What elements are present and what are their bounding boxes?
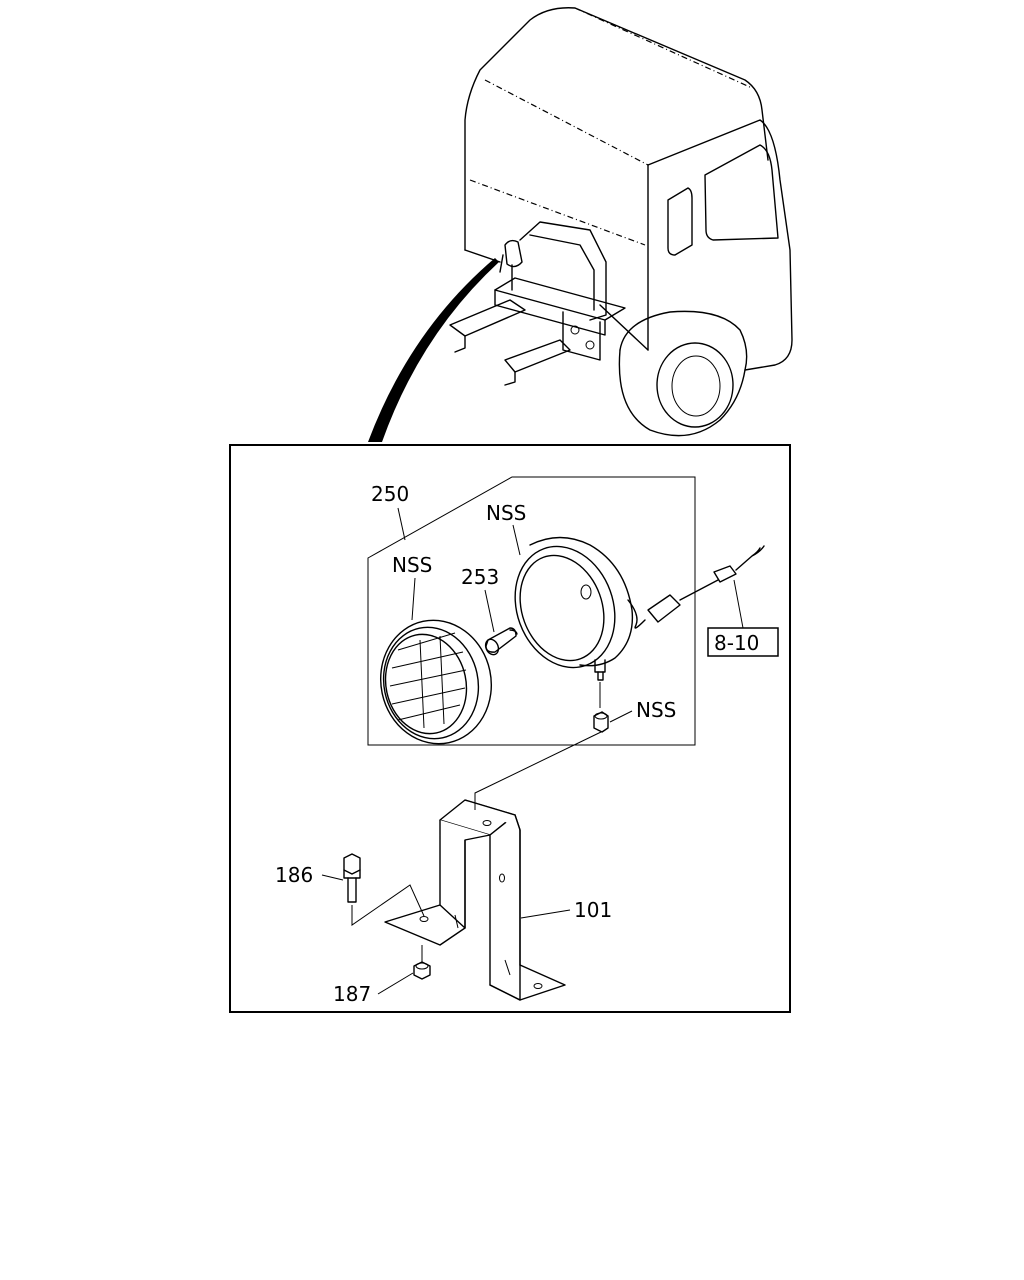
detail-frame [229,444,791,1013]
callout-250: 250 [371,482,409,506]
mounting-bracket [384,799,566,1001]
callout-186: 186 [275,863,313,887]
detail-pointer [368,258,499,442]
callout-nss-nut: NSS [636,698,676,722]
callout-187: 187 [333,982,371,1006]
lamp-lens [379,619,493,745]
bracket-bolt [343,853,361,903]
callout-reference: 8-10 [714,631,759,655]
bracket-nut [413,961,431,980]
assembly-frame [367,476,696,746]
lamp-nut [593,711,609,733]
reference-box [707,627,779,657]
callout-nss-lens: NSS [392,553,432,577]
lamp-housing [514,536,765,681]
callout-101: 101 [574,898,612,922]
truck-cab-illustration [449,7,793,437]
leader-lines [321,507,744,995]
callout-253: 253 [461,565,499,589]
callout-nss-housing: NSS [486,501,526,525]
lamp-bulb [484,627,518,656]
